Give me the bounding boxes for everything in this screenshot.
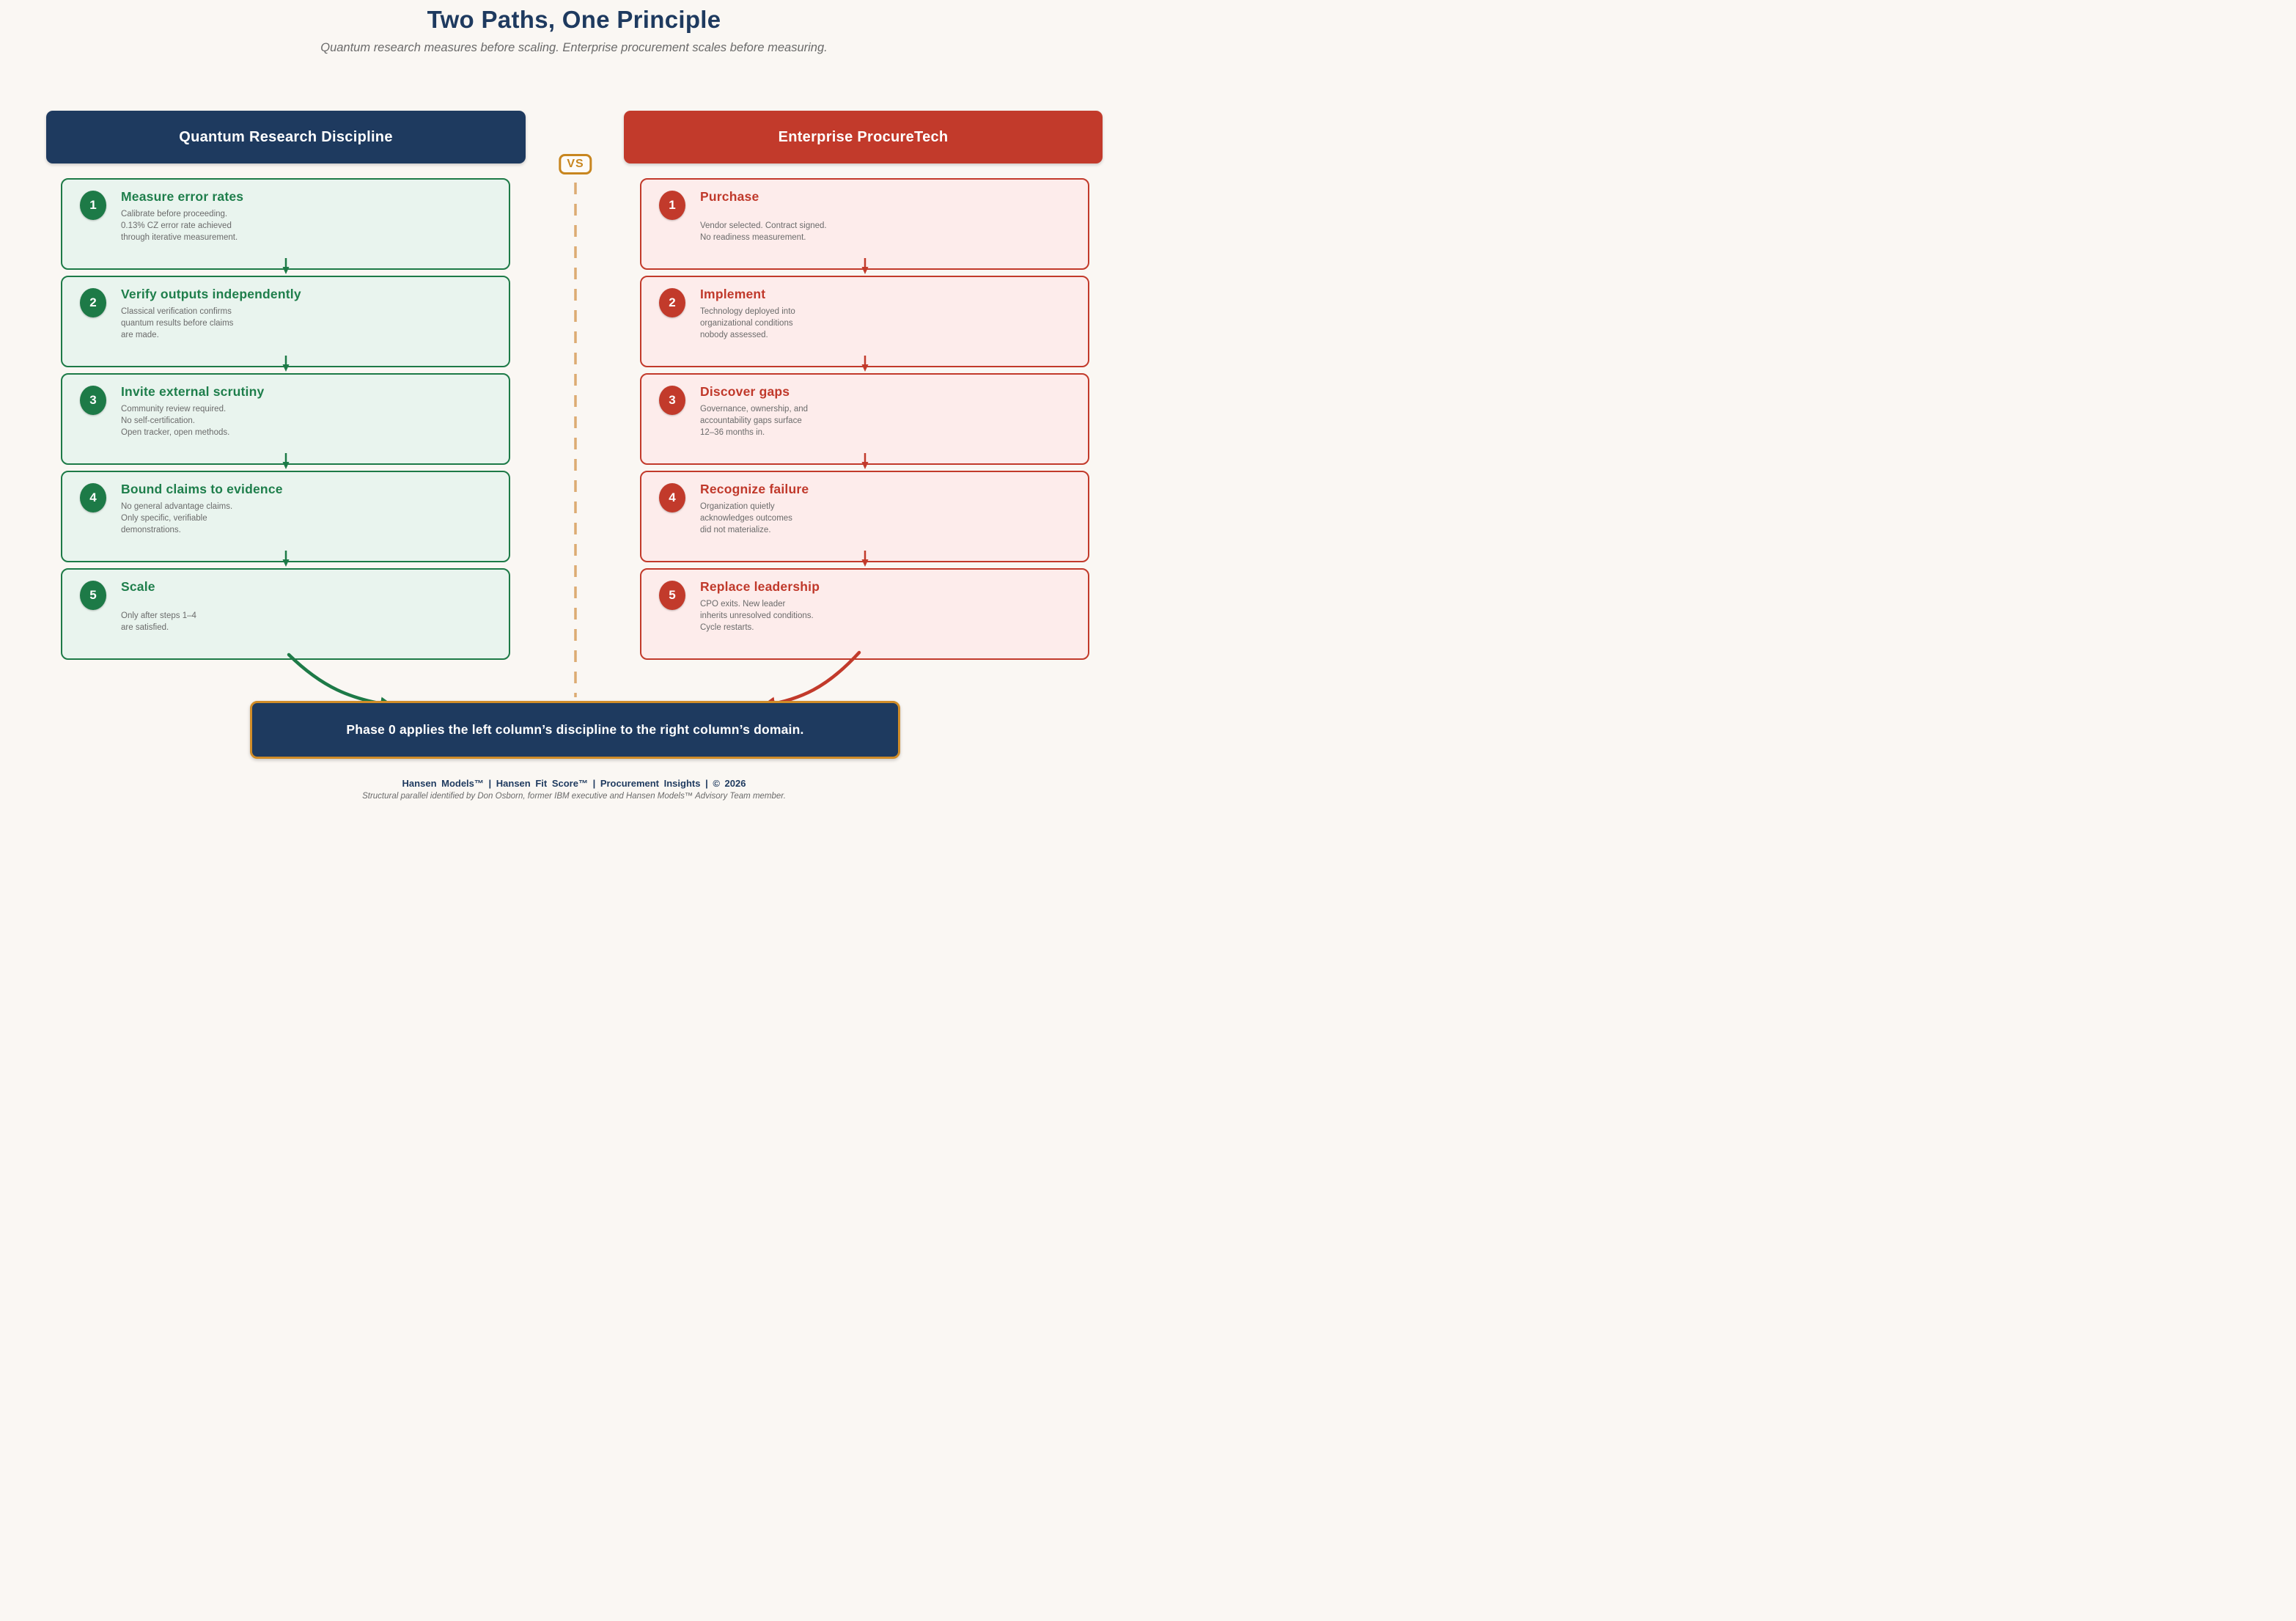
footer-attribution-line: Structural parallel identified by Don Os…: [362, 792, 786, 801]
right-column-header: Enterprise ProcureTech: [624, 111, 1103, 163]
step-title: Discover gaps: [700, 384, 790, 399]
step-body: Organization quietly acknowledges outcom…: [700, 502, 792, 535]
infographic: Two Paths, One Principle Quantum researc…: [0, 0, 1148, 810]
step-body: CPO exits. New leader inherits unresolve…: [700, 600, 814, 633]
step-body: Community review required. No self-certi…: [121, 405, 230, 438]
step-number-badge: 3: [659, 386, 685, 415]
step-title: Bound claims to evidence: [121, 482, 283, 496]
down-arrow-icon: [861, 453, 868, 469]
step-card-right-3: 3 Discover gaps Governance, ownership, a…: [640, 373, 1089, 469]
footer-brand-line: Hansen Models™ | Hansen Fit Score™ | Pro…: [402, 778, 746, 789]
step-body: Calibrate before proceeding. 0.13% CZ er…: [121, 210, 238, 243]
conclusion-text: Phase 0 applies the left column’s discip…: [346, 722, 804, 737]
down-arrow-icon: [861, 551, 868, 567]
down-arrow-icon: [282, 453, 289, 469]
step-number-badge: 4: [659, 483, 685, 512]
step-number-badge: 1: [659, 191, 685, 220]
step-body: No general advantage claims. Only specif…: [121, 502, 233, 535]
step-body: Technology deployed into organizational …: [700, 307, 795, 340]
step-title: Replace leadership: [700, 579, 820, 594]
step-card-left-5: 5 Scale Only after steps 1–4 are satisfi…: [61, 568, 510, 660]
step-card-left-3: 3 Invite external scrutiny Community rev…: [61, 373, 510, 469]
conclusion-box: Phase 0 applies the left column’s discip…: [250, 701, 900, 759]
vs-badge: VS: [559, 154, 592, 174]
left-column-header: Quantum Research Discipline: [46, 111, 526, 163]
step-card-left-1: 1 Measure error rates Calibrate before p…: [61, 178, 510, 274]
down-arrow-icon: [861, 356, 868, 372]
right-steps-column: 1 Purchase Vendor selected. Contract sig…: [640, 178, 1089, 660]
step-card-left-4: 4 Bound claims to evidence No general ad…: [61, 471, 510, 567]
step-number-badge: 5: [80, 581, 106, 610]
step-number-badge: 1: [80, 191, 106, 220]
step-card-right-1: 1 Purchase Vendor selected. Contract sig…: [640, 178, 1089, 274]
step-card-right-4: 4 Recognize failure Organization quietly…: [640, 471, 1089, 567]
step-title: Verify outputs independently: [121, 287, 301, 301]
step-body: Classical verification confirms quantum …: [121, 307, 234, 340]
step-body: Only after steps 1–4 are satisfied.: [121, 611, 196, 633]
page-title: Two Paths, One Principle: [427, 6, 721, 33]
step-number-badge: 2: [80, 288, 106, 317]
step-card-left-2: 2 Verify outputs independently Classical…: [61, 276, 510, 372]
step-body: Governance, ownership, and accountabilit…: [700, 405, 809, 438]
page-subtitle: Quantum research measures before scaling…: [320, 41, 828, 54]
step-body: Vendor selected. Contract signed. No rea…: [700, 221, 827, 243]
step-number-badge: 4: [80, 483, 106, 512]
left-steps-column: 1 Measure error rates Calibrate before p…: [61, 178, 510, 660]
step-number-badge: 5: [659, 581, 685, 610]
down-arrow-icon: [282, 356, 289, 372]
down-arrow-icon: [282, 258, 289, 274]
green-curve-arrow-icon: [287, 653, 394, 711]
step-card-right-5: 5 Replace leadership CPO exits. New lead…: [640, 568, 1089, 660]
step-title: Recognize failure: [700, 482, 809, 496]
step-title: Scale: [121, 579, 155, 594]
step-title: Implement: [700, 287, 766, 301]
down-arrow-icon: [282, 551, 289, 567]
step-title: Invite external scrutiny: [121, 384, 265, 399]
step-title: Measure error rates: [121, 189, 244, 204]
step-number-badge: 2: [659, 288, 685, 317]
step-card-right-2: 2 Implement Technology deployed into org…: [640, 276, 1089, 372]
step-title: Purchase: [700, 189, 759, 204]
red-curve-arrow-icon: [761, 650, 861, 711]
step-number-badge: 3: [80, 386, 106, 415]
down-arrow-icon: [861, 258, 868, 274]
